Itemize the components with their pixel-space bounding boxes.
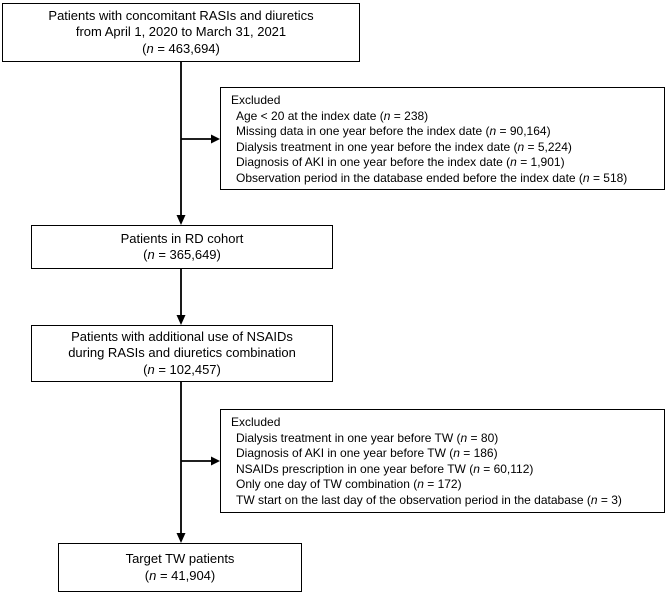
excluded-item: Diagnosis of AKI in one year before TW (… xyxy=(236,446,498,460)
excluded-item: Missing data in one year before the inde… xyxy=(236,124,551,138)
box-source-population: Patients with concomitant RASIs and diur… xyxy=(2,3,360,62)
box-count-line: (n = 102,457) xyxy=(143,361,221,377)
box-count-line: (n = 365,649) xyxy=(143,247,221,262)
box-rd-cohort: Patients in RD cohort (n = 365,649) xyxy=(31,225,333,269)
excluded-item: Dialysis treatment in one year before TW… xyxy=(236,430,499,445)
excluded-item: Dialysis treatment in one year before th… xyxy=(236,139,572,154)
box-count-line: (n = 463,694) xyxy=(142,40,220,56)
arrow-rd-to-nsaids xyxy=(176,269,186,325)
box-text-line: Patients in RD cohort xyxy=(120,230,244,246)
box-text-line: Target TW patients xyxy=(125,551,235,566)
excluded-item: Age < 20 at the index date (n = 238) xyxy=(236,108,429,123)
box-nsaids-users: Patients with additional use of NSAIDs d… xyxy=(31,325,333,382)
excluded-item: Diagnosis of AKI in one year before the … xyxy=(236,155,565,169)
arrow-branch-to-excluded-tw xyxy=(181,456,220,466)
box-text-line: during RASIs and diuretics combination xyxy=(68,345,296,361)
excluded-item: Observation period in the database ended… xyxy=(236,170,628,185)
excluded-item: Only one day of TW combination (n = 172) xyxy=(236,477,462,491)
arrow-down-icon xyxy=(176,533,186,543)
box-text-line: Patients with concomitant RASIs and diur… xyxy=(48,7,314,23)
box-target-tw-patients: Target TW patients (n = 41,904) xyxy=(58,543,302,592)
box-text-line: Patients with additional use of NSAIDs xyxy=(71,328,293,344)
arrow-branch-to-excluded-index xyxy=(181,134,220,144)
arrow-nsaids-to-target xyxy=(176,382,186,543)
box-text-line: from April 1, 2020 to March 31, 2021 xyxy=(75,24,287,40)
excluded-item: TW start on the last day of the observat… xyxy=(236,492,622,507)
box-excluded-tw: Excluded Dialysis treatment in one year … xyxy=(220,409,665,513)
excluded-title: Excluded xyxy=(231,415,281,429)
excluded-title: Excluded xyxy=(231,93,281,107)
arrow-right-icon xyxy=(211,456,220,466)
arrow-down-icon xyxy=(176,215,186,225)
excluded-item: NSAIDs prescription in one year before T… xyxy=(236,461,534,476)
arrow-source-to-rd xyxy=(176,62,186,225)
arrow-down-icon xyxy=(176,315,186,325)
box-count-line: (n = 41,904) xyxy=(144,567,216,583)
arrow-right-icon xyxy=(211,134,220,144)
box-excluded-index-date: Excluded Age < 20 at the index date (n =… xyxy=(220,87,665,190)
